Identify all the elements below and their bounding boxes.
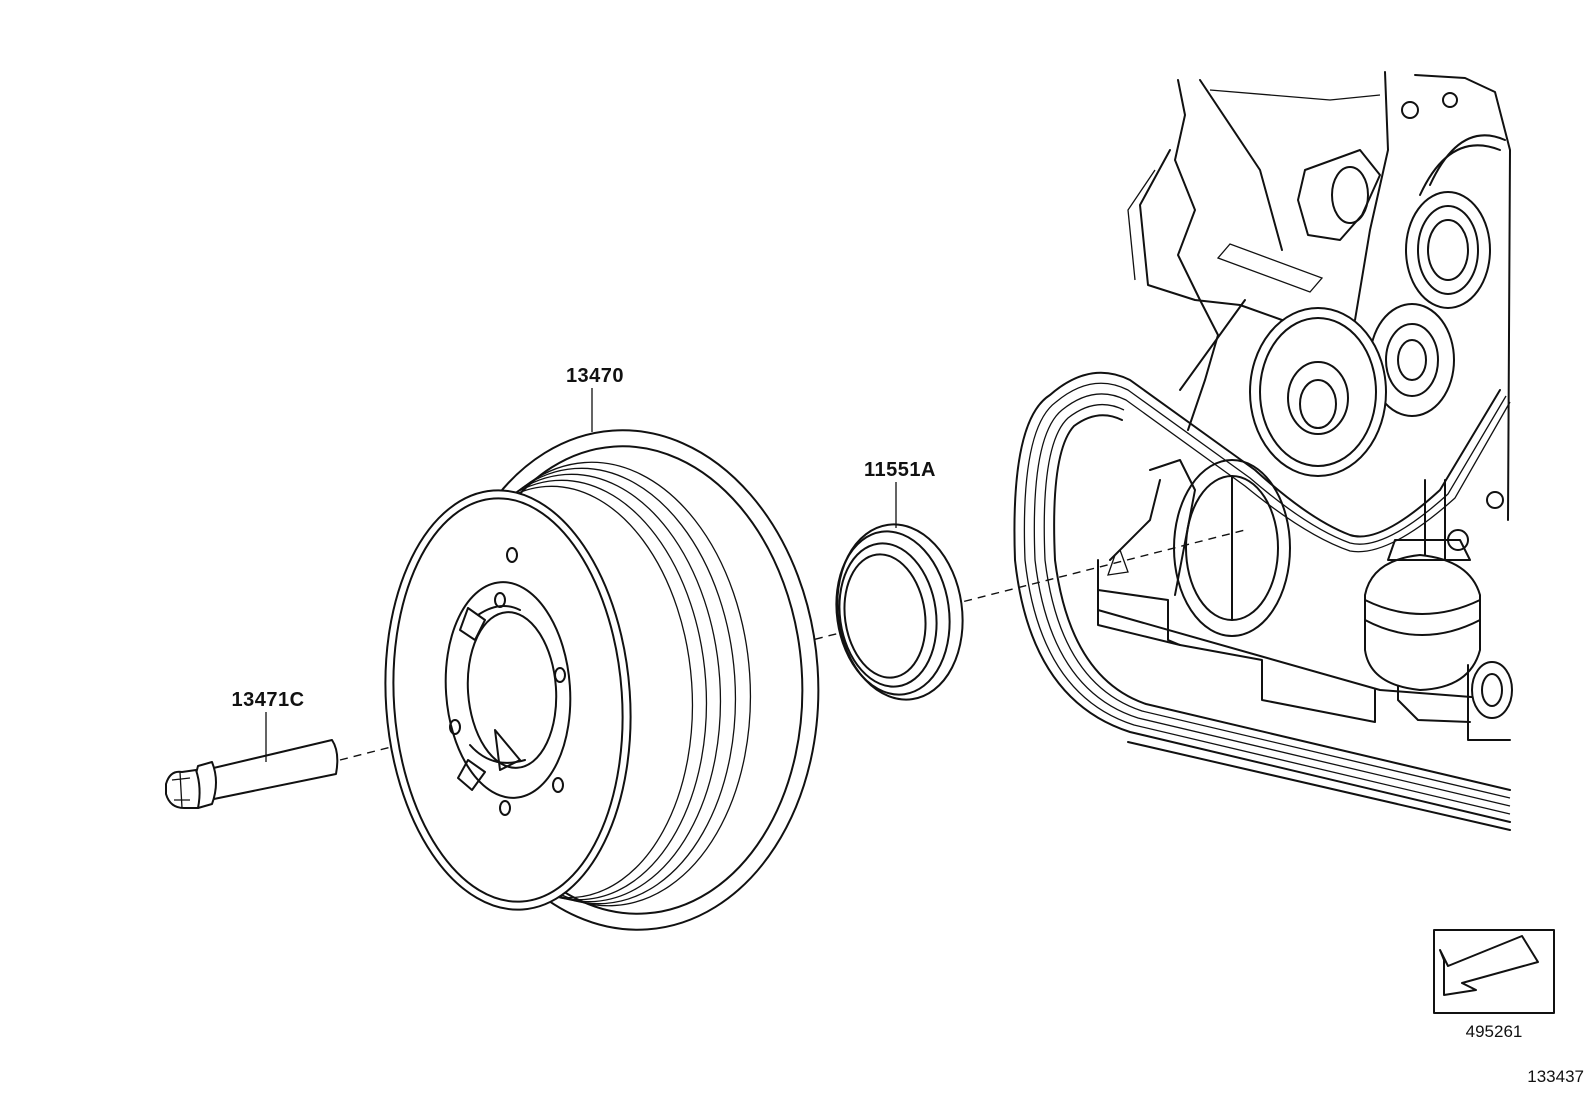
leader-lines	[265, 388, 897, 762]
engine-block-illustration	[1097, 71, 1513, 741]
view-direction-arrow-icon	[1439, 935, 1539, 996]
part-label-bolt: 13471C	[231, 689, 304, 711]
oil-seal-illustration	[835, 523, 964, 701]
drive-belt-illustration	[1013, 299, 1511, 831]
illustration-id: 133437	[1527, 1067, 1584, 1086]
view-reference-number: 495261	[1466, 1022, 1523, 1041]
part-label-pulley: 13470	[566, 365, 624, 387]
pulley-bolt-illustration	[165, 739, 339, 809]
view-direction-box	[1433, 929, 1555, 1014]
part-label-seal: 11551A	[864, 459, 936, 481]
crankshaft-pulley-illustration	[384, 429, 820, 931]
